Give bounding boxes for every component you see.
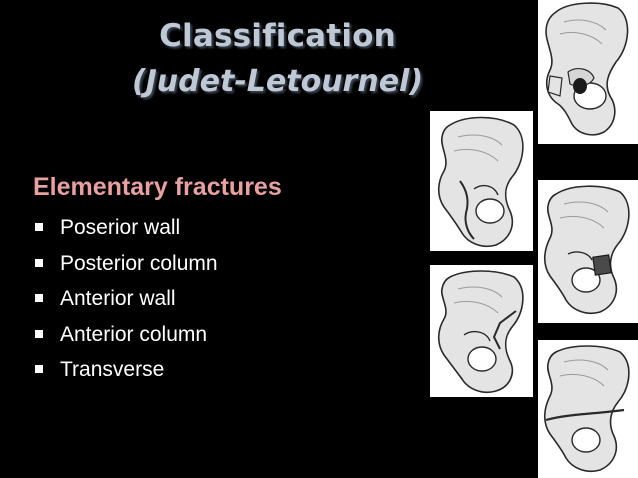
bullet-item: Anterior wall: [33, 281, 218, 317]
slide-title: Classification: [159, 18, 396, 54]
slide-subtitle: (Judet-Letournel): [131, 64, 424, 99]
anterior-wall-fracture-illustration: [538, 180, 638, 323]
bullet-list: Poserior wall Posterior column Anterior …: [33, 210, 218, 388]
bullet-text: Anterior wall: [60, 287, 176, 310]
anterior-column-fracture-illustration: [430, 265, 533, 397]
section-heading: Elementary fractures: [33, 173, 282, 201]
hip-bone-icon: [437, 116, 524, 248]
transverse-fracture-illustration: [538, 340, 638, 478]
bullet-text: Transverse: [60, 358, 165, 381]
hip-bone-icon: [543, 345, 630, 473]
hip-bone-icon: [437, 270, 524, 394]
square-bullet-icon: [35, 258, 43, 267]
bullet-item: Posterior column: [33, 246, 218, 282]
square-bullet-icon: [35, 223, 43, 231]
bullet-item: Transverse: [33, 352, 218, 388]
square-bullet-icon: [35, 294, 43, 302]
posterior-wall-fracture-illustration: [538, 0, 638, 144]
bullet-text: Posterior column: [60, 251, 218, 275]
hip-bone-icon: [545, 2, 629, 136]
bullet-item: Poserior wall: [33, 210, 218, 246]
bullet-text: Anterior column: [60, 322, 208, 346]
hip-bone-icon: [543, 185, 630, 315]
square-bullet-icon: [35, 365, 43, 373]
posterior-column-fracture-illustration: [430, 111, 533, 251]
square-bullet-icon: [35, 329, 43, 338]
bullet-text: Poserior wall: [60, 216, 181, 239]
bullet-item: Anterior column: [33, 317, 218, 353]
